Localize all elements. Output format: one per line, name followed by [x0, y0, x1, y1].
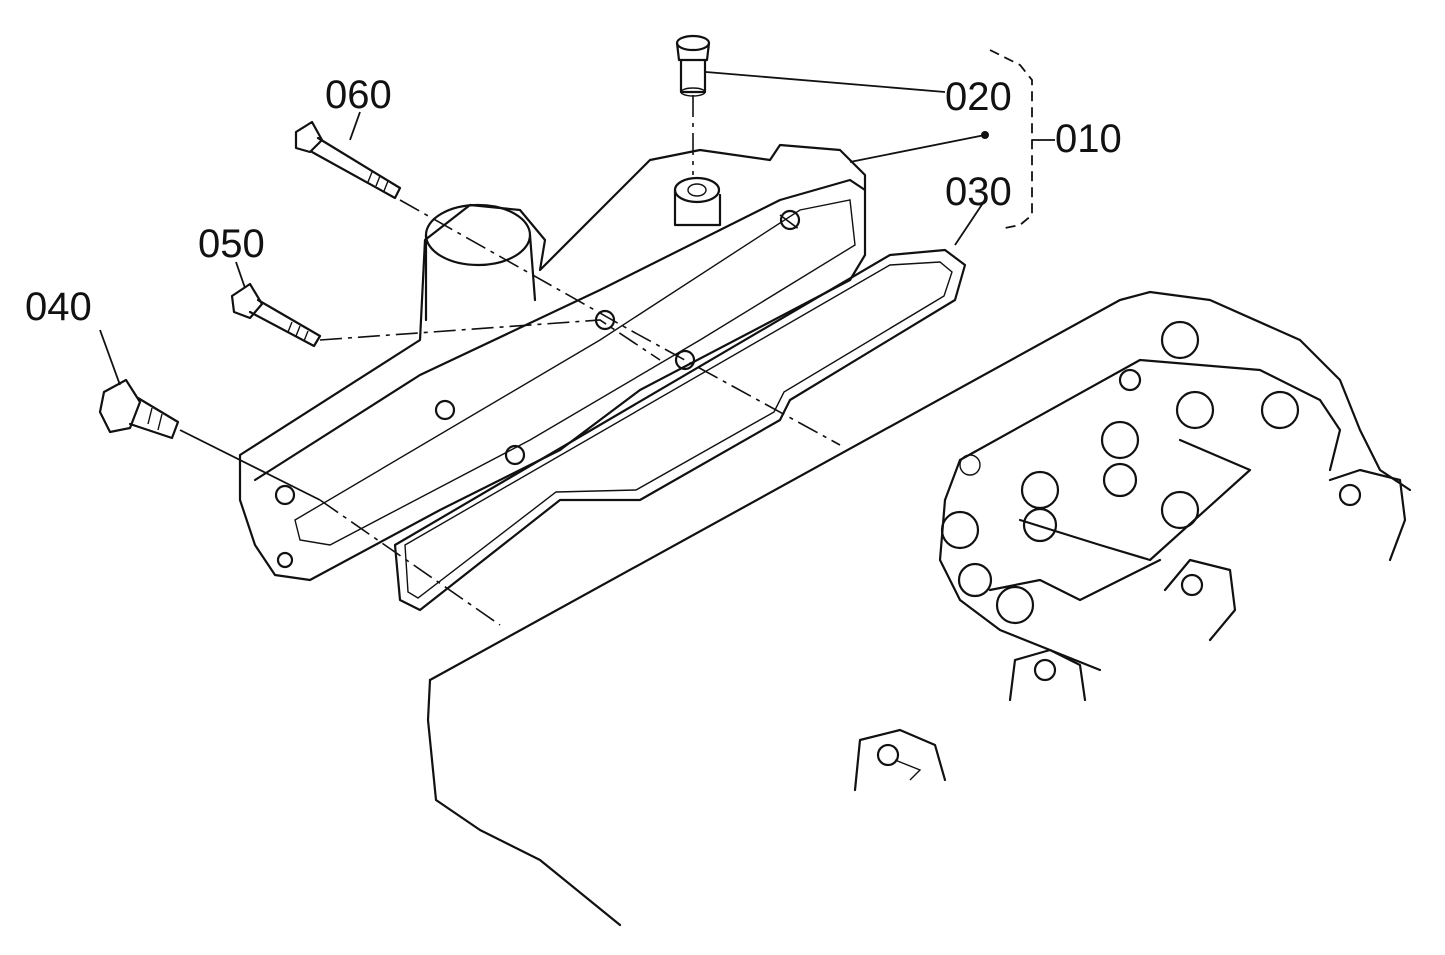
callout-050: 050	[198, 222, 265, 266]
callout-030: 030	[945, 170, 1012, 214]
callout-020: 020	[945, 75, 1012, 119]
gasket-030	[393, 248, 967, 612]
bolt-040	[98, 378, 180, 440]
cylinder-head	[426, 290, 1412, 927]
callout-040: 040	[25, 285, 92, 329]
callout-060: 060	[325, 73, 392, 117]
assembly-lines	[179, 95, 841, 626]
fitting-020	[675, 34, 711, 97]
bolt-050	[230, 282, 322, 348]
callout-010: 010	[1055, 117, 1122, 161]
bolt-060	[294, 120, 402, 200]
leader-dot	[981, 131, 989, 139]
water-flange-010	[238, 143, 867, 582]
leader-lines	[99, 49, 1055, 386]
